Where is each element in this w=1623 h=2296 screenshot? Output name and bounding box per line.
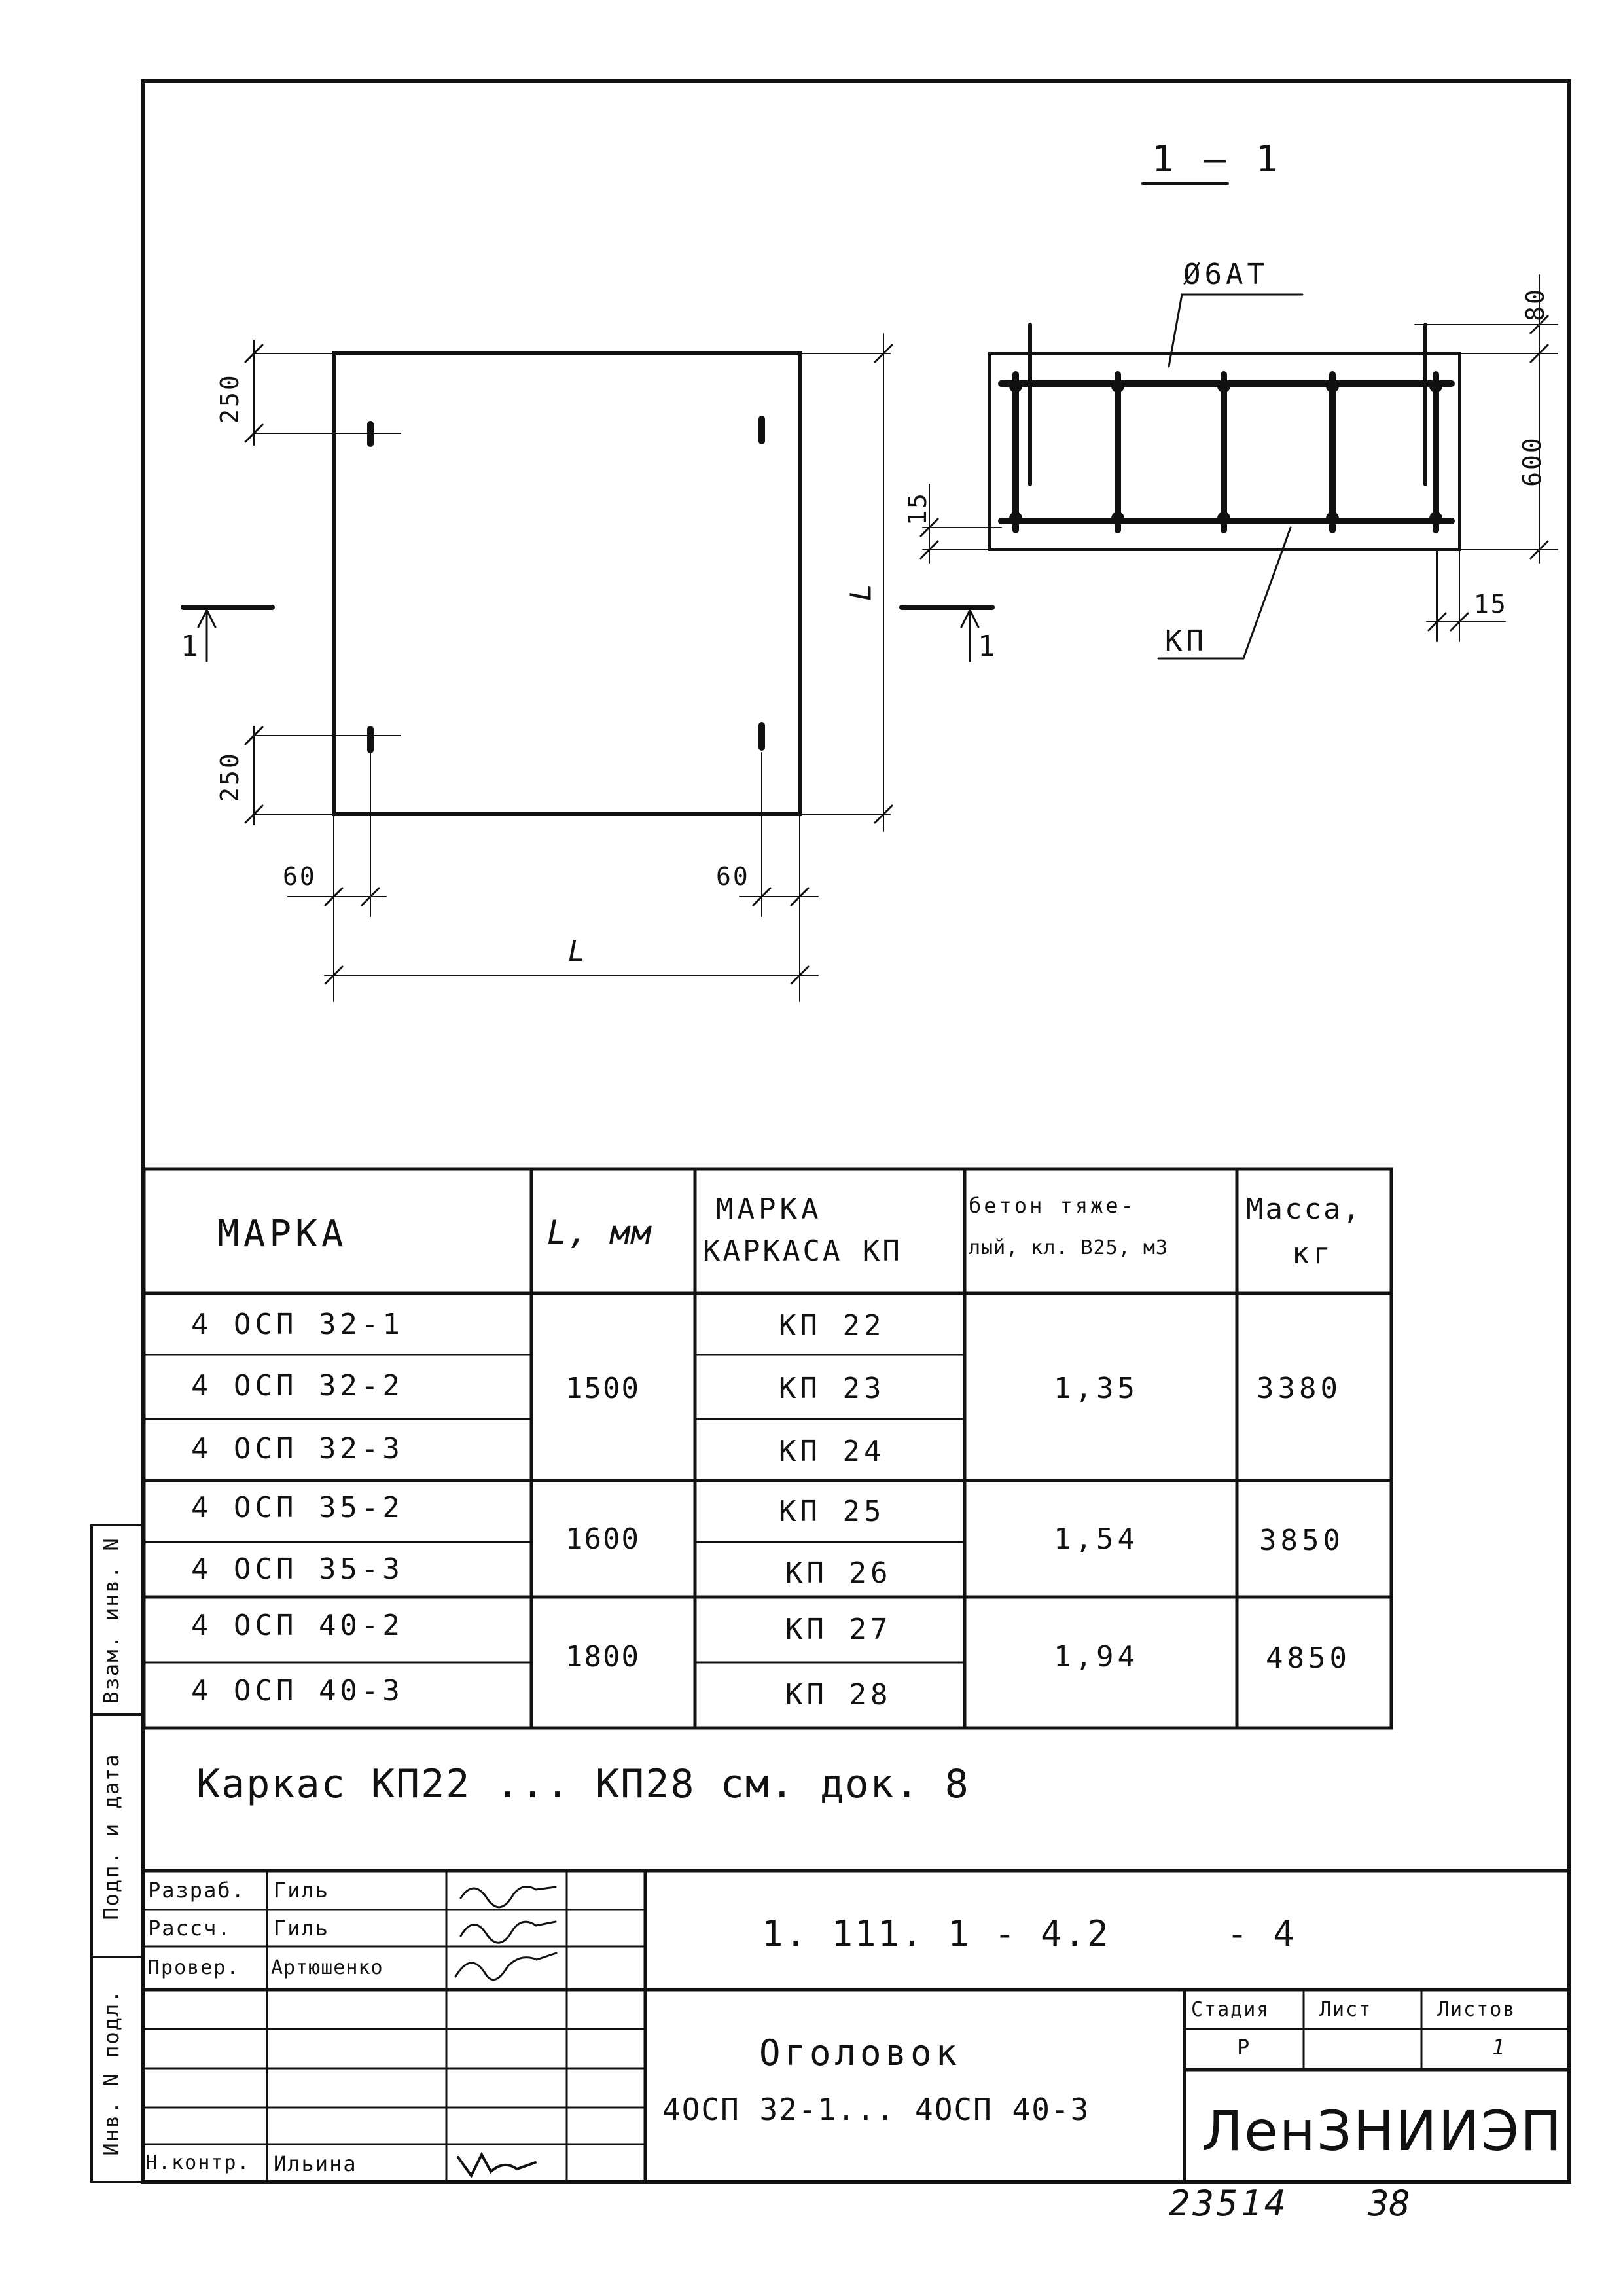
- header-mass-2: кг: [1292, 1237, 1334, 1270]
- header-frame-1: МАРКА: [716, 1193, 823, 1226]
- row-frame: КП 28: [785, 1678, 892, 1712]
- group-length: 1500: [565, 1372, 640, 1405]
- section-dim-bottom-offset: 15: [1474, 590, 1508, 619]
- side-stamp-replace: Взам. инв. N: [99, 1537, 124, 1704]
- section-dim-height: 600: [1517, 436, 1546, 487]
- sheets-label: Листов: [1437, 1998, 1516, 2021]
- cut-label-right: 1: [978, 630, 999, 663]
- role-label: Провер.: [148, 1956, 240, 1979]
- sheet-label: Лист: [1319, 1998, 1372, 2021]
- header-concrete-2: лый, кл. В25, м3: [969, 1236, 1168, 1259]
- row-mark: 4 ОСП 32-1: [191, 1308, 404, 1341]
- role-name: Гиль: [274, 1916, 330, 1941]
- signature-prover: [454, 1952, 558, 1981]
- row-frame: КП 23: [779, 1372, 885, 1405]
- drawing-title: Оголовок: [759, 2032, 961, 2073]
- stage-value: Р: [1237, 2035, 1251, 2060]
- plan-dim-right-offset: 60: [716, 862, 750, 891]
- frame-callout: КП: [1165, 624, 1207, 658]
- spec-table-frame: [142, 1167, 1393, 1730]
- row-frame: КП 22: [779, 1309, 885, 1342]
- section-dim-left-offset: 15: [902, 492, 932, 526]
- row-frame: КП 25: [779, 1495, 885, 1528]
- signature-nkontr: [457, 2151, 537, 2178]
- plan-dim-left-offset: 60: [283, 862, 317, 891]
- group-mass: 3850: [1259, 1524, 1344, 1557]
- signature-razrab: [459, 1886, 557, 1909]
- cut-label-left: 1: [181, 630, 202, 663]
- organization: ЛенЗНИИЭП: [1202, 2099, 1563, 2163]
- sheet-frame: [141, 79, 1571, 2184]
- section-label: 1 – 1: [1152, 138, 1282, 181]
- side-stamp-inv: Инв. N подл.: [99, 1988, 124, 2156]
- plan-dim-bottom: 250: [215, 751, 244, 802]
- section-dim-top: 80: [1520, 287, 1550, 321]
- plan-dim-length: L: [844, 579, 878, 601]
- doc-code: 1. 111. 1 - 4.2 - 4: [762, 1913, 1296, 1954]
- footer-page: 38: [1368, 2183, 1411, 2224]
- rebar-callout: Ø6АТ: [1183, 258, 1268, 291]
- drawing-subtitle: 4ОСП 32-1... 4ОСП 40-3: [662, 2092, 1090, 2127]
- row-frame: КП 24: [779, 1435, 885, 1468]
- row-mark: 4 ОСП 32-3: [191, 1432, 404, 1465]
- side-stamp-sign: Подп. и дата: [99, 1753, 124, 1920]
- role-label: Рассч.: [148, 1916, 232, 1941]
- header-frame-2: КАРКАСА КП: [703, 1234, 902, 1268]
- row-mark: 4 ОСП 35-2: [191, 1491, 404, 1524]
- group-length: 1600: [565, 1522, 640, 1556]
- plan-dim-width: L: [568, 935, 590, 968]
- section-outline: [988, 352, 1461, 551]
- group-mass: 3380: [1257, 1372, 1342, 1405]
- group-length: 1800: [565, 1640, 640, 1674]
- row-mark: 4 ОСП 32-2: [191, 1369, 404, 1403]
- sheets-value: 1: [1492, 2035, 1507, 2060]
- group-concrete: 1,54: [1054, 1522, 1139, 1556]
- role-name: Гиль: [274, 1878, 330, 1903]
- stage-label: Стадия: [1191, 1998, 1270, 2021]
- row-mark: 4 ОСП 35-3: [191, 1552, 404, 1586]
- role-name: Ильина: [274, 2151, 357, 2176]
- group-mass: 4850: [1266, 1641, 1351, 1675]
- row-mark: 4 ОСП 40-2: [191, 1609, 404, 1642]
- plan-outline: [332, 351, 802, 816]
- row-frame: КП 27: [785, 1613, 892, 1646]
- note-text: Каркас КП22 ... КП28 см. док. 8: [196, 1761, 970, 1807]
- group-concrete: 1,94: [1054, 1640, 1139, 1674]
- header-concrete-1: бетон тяже-: [969, 1193, 1136, 1218]
- footer-number: 23514: [1169, 2183, 1289, 2224]
- role-label: Разраб.: [148, 1878, 245, 1903]
- signature-rasschet: [459, 1920, 557, 1944]
- header-length: L, мм: [547, 1213, 652, 1251]
- row-frame: КП 26: [785, 1556, 892, 1590]
- header-mass-1: Масса,: [1246, 1193, 1362, 1226]
- row-mark: 4 ОСП 40-3: [191, 1674, 404, 1708]
- header-mark: МАРКА: [217, 1213, 348, 1255]
- role-name: Артюшенко: [271, 1956, 383, 1979]
- group-concrete: 1,35: [1054, 1372, 1139, 1405]
- role-label: Н.контр.: [145, 2151, 251, 2174]
- plan-dim-top: 250: [215, 373, 244, 424]
